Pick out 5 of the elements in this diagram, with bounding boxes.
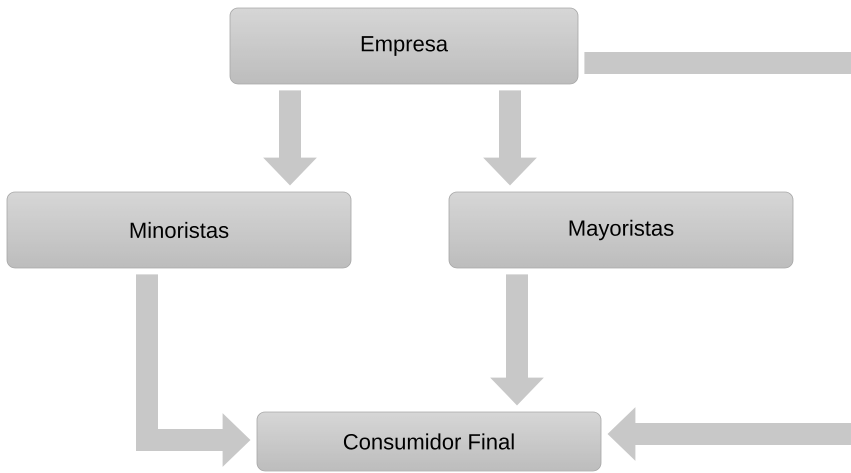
process-box: Consumidor Final	[256, 412, 602, 472]
process-box: Empresa	[230, 8, 578, 84]
process-box: Mayoristas	[448, 192, 794, 268]
process-box: Minoristas	[6, 192, 352, 268]
block-arrow	[584, 52, 851, 461]
